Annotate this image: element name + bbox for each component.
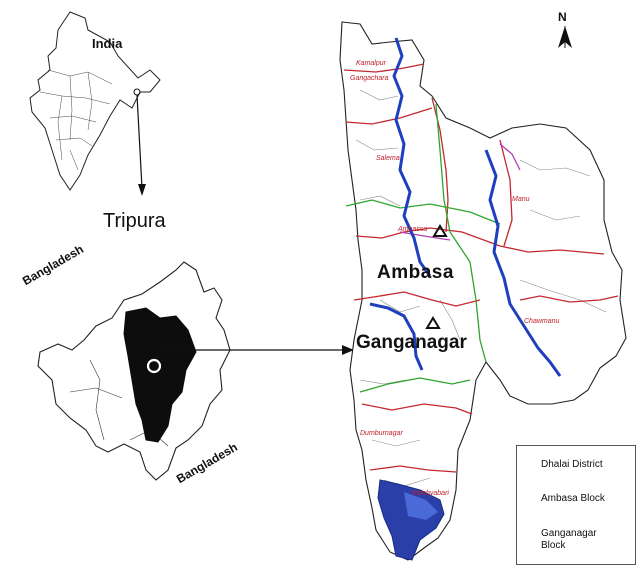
india-state-lines [39,69,113,171]
place-label-salema: Salema [376,155,400,162]
rivers [369,37,562,377]
place-label-kamalpur: Kamalpur [356,60,386,67]
legend-item-dhalai-district: Dhalai District [541,459,603,471]
ambasa-block-marker [432,224,448,237]
place-label-gangachara: Gangachara [350,75,389,82]
north-label: N [558,10,567,24]
north-arrow [558,26,572,48]
place-label-raishyabari: Raishyabari [412,490,449,497]
place-label-chawmanu: Chawmanu [524,318,560,325]
dhalai-district-marker [146,358,162,374]
legend-label: Ambasa Block [541,493,605,504]
legend-label: Dhalai District [541,459,603,470]
ganganagar-label: Ganganagar [356,332,467,353]
legend-item-ganganagar-block: Ganganagar Block [541,528,621,552]
india-pointer-line [136,94,143,189]
place-label-manu: Manu [512,196,530,203]
block-boundaries [343,63,619,473]
reservoir [377,479,445,561]
roads-purple [399,143,521,241]
ambasa-label: Ambasa [377,262,454,283]
india-outline [29,11,161,191]
district-pointer-arrowhead [342,345,354,355]
india-pointer-arrowhead [138,184,146,196]
tripura-label: Tripura [103,210,166,232]
legend-item-ambasa-block: Ambasa Block [541,493,605,505]
india-label: India [92,36,123,51]
reservoir-arm [404,492,438,520]
place-label-ambassa: Ambassa [398,226,428,233]
legend: Dhalai District Ambasa Block Ganganagar … [516,445,636,565]
place-label-dumburnagar: Dumburnagar [360,430,403,437]
legend-label: Ganganagar Block [541,528,597,551]
roads-green [345,103,501,393]
ganganagar-block-marker [425,316,441,329]
dhalai-outline [339,21,627,561]
dhalai-district [123,307,197,443]
